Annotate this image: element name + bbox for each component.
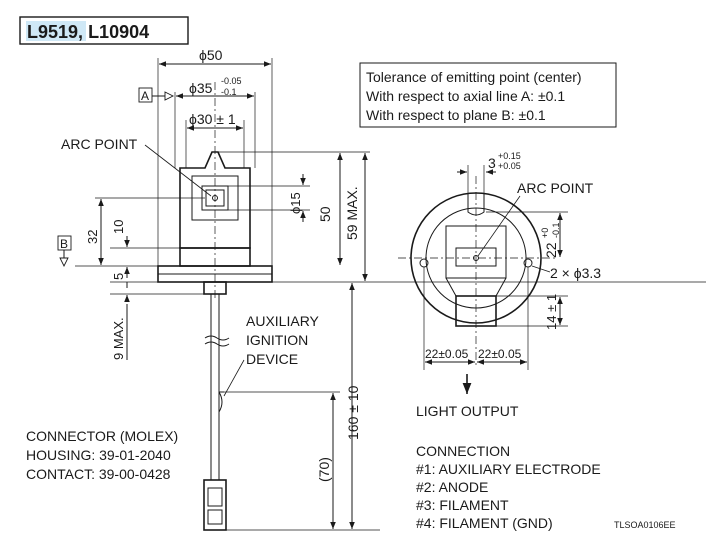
dim-10: 10 [111, 220, 126, 234]
dim-32: 32 [85, 230, 100, 244]
mount-hole-left [419, 258, 429, 268]
model-a-label: L9519 [27, 22, 78, 42]
arc-point-mark [212, 195, 218, 201]
datum-b: B [60, 237, 68, 251]
dim-5: 5 [111, 273, 126, 280]
molex-connector [203, 479, 227, 531]
lamp-front-view [398, 176, 556, 366]
model-b-label: L10904 [88, 22, 149, 42]
model-separator: , [78, 22, 83, 42]
light-output-label: LIGHT OUTPUT [416, 403, 519, 419]
connection-title: CONNECTION [416, 443, 510, 459]
side-view-labels: ARC POINT AUXILIARY IGNITION DEVICE [61, 136, 320, 397]
mount-hole-right [523, 258, 533, 268]
dim-3-tol-dn: +0.05 [498, 161, 521, 171]
dim-22-vertical: 22 [543, 242, 559, 258]
connection-item-4: #4: FILAMENT (GND) [416, 515, 553, 531]
dim-phi35: ϕ35 [189, 80, 213, 96]
connector-note: CONNECTOR (MOLEX) HOUSING: 39-01-2040 CO… [26, 428, 178, 482]
dim-phi50: ϕ50 [199, 47, 223, 63]
dim-phi15: ϕ15 [288, 192, 303, 214]
dim-3-tol-up: +0.15 [498, 151, 521, 161]
front-view-dimensions: 3 +0.15 +0.05 22 +0 -0.1 2 × ϕ3.3 14 ± 1… [416, 151, 601, 419]
arc-point-label-left: ARC POINT [61, 136, 138, 152]
aux-label-line-2: IGNITION [246, 332, 308, 348]
svg-text:L9519,L10904: L9519,L10904 [27, 22, 149, 42]
side-view-dimensions: ϕ50 ϕ35 -0.05 -0.1 A ϕ30 ± 1 ϕ15 50 59 M… [57, 47, 706, 531]
drawing-code: TLSOA0106EE [614, 520, 676, 530]
dim-22a: 22±0.05 [425, 347, 469, 361]
dim-160: 160 ± 10 [345, 385, 361, 440]
connection-item-1: #1: AUXILIARY ELECTRODE [416, 461, 601, 477]
tolerance-line-1: Tolerance of emitting point (center) [366, 69, 582, 85]
dim-70: (70) [316, 457, 332, 482]
tolerance-line-3: With respect to plane B: ±0.1 [366, 107, 546, 123]
connection-item-2: #2: ANODE [416, 479, 488, 495]
connector-line-1: CONNECTOR (MOLEX) [26, 428, 178, 444]
aux-label-line-3: DEVICE [246, 351, 298, 367]
dim-22-tol-up: +0 [540, 228, 550, 238]
dim-59max: 59 MAX. [344, 186, 360, 240]
dim-phi30: ϕ30 ± 1 [189, 111, 236, 127]
dim-9max: 9 MAX. [111, 317, 126, 360]
title-box: L9519,L10904 [19, 16, 189, 45]
tolerance-line-2: With respect to axial line A: ±0.1 [366, 88, 565, 104]
dim-50: 50 [317, 206, 333, 222]
dim-22-tol-dn: -0.1 [551, 222, 561, 238]
connector-line-3: CONTACT: 39-00-0428 [26, 466, 171, 482]
connector-line-2: HOUSING: 39-01-2040 [26, 447, 171, 463]
datum-a: A [141, 89, 149, 103]
connection-list: CONNECTION #1: AUXILIARY ELECTRODE #2: A… [416, 443, 601, 531]
tolerance-note: Tolerance of emitting point (center) Wit… [359, 62, 617, 128]
connection-item-3: #3: FILAMENT [416, 497, 509, 513]
aux-label-line-1: AUXILIARY [246, 313, 320, 329]
dim-2x-phi3-3: 2 × ϕ3.3 [550, 265, 601, 281]
dim-phi35-tol-dn: -0.1 [221, 87, 237, 97]
dim-phi35-tol-up: -0.05 [221, 76, 242, 86]
dim-14: 14 ± 1 [544, 294, 559, 330]
dim-3: 3 [488, 155, 496, 171]
arc-point-label-right: ARC POINT [517, 180, 594, 196]
dim-22b: 22±0.05 [478, 347, 522, 361]
